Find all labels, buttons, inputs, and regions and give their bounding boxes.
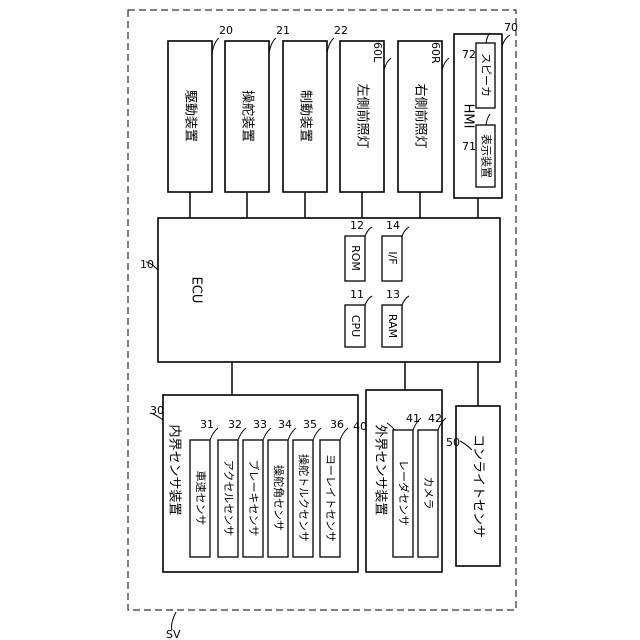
reference-number: 41 (406, 412, 420, 425)
sensor-label: 車速センサ (194, 471, 208, 526)
ecu-label: ECU (189, 277, 204, 304)
speaker-label: スピーカ (480, 53, 493, 97)
reference-number: 71 (462, 140, 476, 153)
reference-number: 35 (303, 418, 317, 431)
reference-number: 31 (200, 418, 214, 431)
reference-number: 50 (446, 436, 460, 449)
reference-number: 21 (276, 24, 290, 37)
ram-label: RAM (386, 314, 399, 338)
reference-number: 36 (330, 418, 344, 431)
reference-number: 34 (278, 418, 292, 431)
reference-number: 60R (429, 42, 442, 64)
light-sensor-label: コンライトセンサ (471, 434, 486, 538)
reference-number: 32 (228, 418, 242, 431)
reference-number: 14 (386, 219, 400, 232)
actuator-label: 左側前照灯 (355, 83, 371, 148)
reference-number: 10 (140, 258, 154, 271)
system-label: SV (166, 628, 181, 640)
actuator-label: 操舵装置 (240, 90, 256, 142)
actuator-label: 制動装置 (298, 90, 313, 142)
reference-number: 42 (428, 412, 442, 425)
reference-number: 20 (219, 24, 233, 37)
cpu-label: CPU (349, 315, 362, 337)
sensor-label: ブレーキセンサ (247, 460, 261, 537)
radar-sensor-label: レーダセンサ (397, 460, 411, 526)
reference-number: 12 (350, 219, 364, 232)
reference-number: 30 (150, 404, 164, 417)
internal-sensor-label: 内界センサ装置 (167, 424, 183, 515)
reference-number: 72 (462, 48, 476, 61)
reference-number: 60L (371, 42, 384, 63)
reference-number: 33 (253, 418, 267, 431)
camera-label: カメラ (422, 477, 435, 510)
sensor-label: 操舵角センサ (272, 465, 286, 531)
actuator-label: 駆動装置 (183, 90, 198, 142)
actuator-label: 右側前照灯 (413, 83, 429, 148)
display-device-label: 表示装置 (480, 134, 494, 178)
sensor-label: 操舵トルクセンサ (297, 454, 311, 542)
if-label: I/F (386, 251, 399, 264)
sensor-label: ヨーレイトセンサ (324, 454, 337, 542)
sensor-label: アクセルセンサ (222, 460, 235, 536)
reference-number: 70 (504, 21, 518, 34)
hmi-label: HMI (461, 104, 476, 129)
reference-number: 11 (350, 288, 364, 301)
reference-number: 13 (386, 288, 400, 301)
reference-number: 40 (353, 420, 367, 433)
reference-number: 22 (334, 24, 348, 37)
ecu-box (158, 218, 500, 362)
external-sensor-label: 外界センサ装置 (373, 424, 388, 515)
rom-label: ROM (349, 245, 362, 271)
